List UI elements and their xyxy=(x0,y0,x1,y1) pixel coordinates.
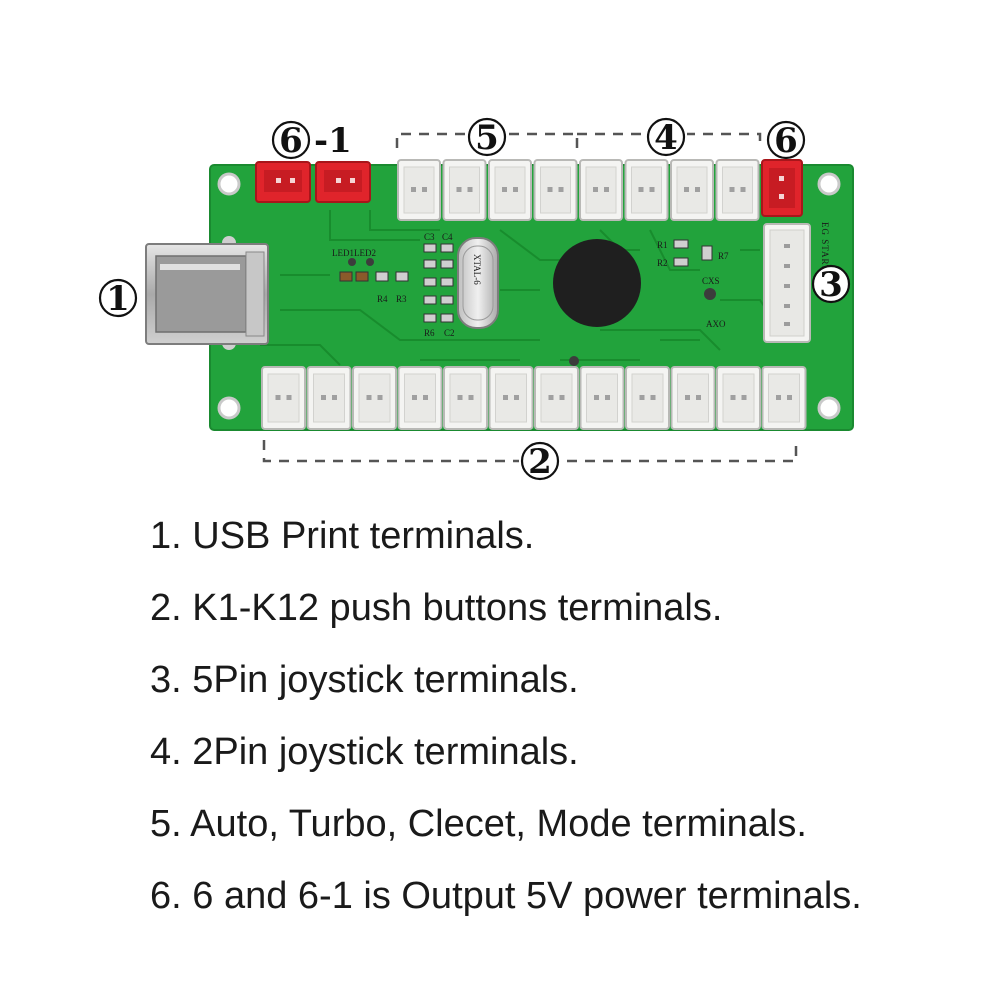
svg-text:5: 5 xyxy=(475,118,499,158)
usb-connector xyxy=(145,243,269,345)
svg-text:6: 6 xyxy=(279,121,303,161)
bracket-2 xyxy=(262,440,798,463)
power-connector-6-1 xyxy=(255,161,371,203)
connector-k5 xyxy=(443,366,488,430)
connector-k4 xyxy=(397,366,443,430)
callout-3: 3 xyxy=(811,264,851,305)
power-connector-6 xyxy=(761,159,803,217)
controller-chip xyxy=(553,239,641,327)
legend-item-3: 3. 5Pin joystick terminals. xyxy=(150,659,579,701)
callout-6-1: 6 -1 xyxy=(271,120,352,161)
legend-item-4: 4. 2Pin joystick terminals. xyxy=(150,731,579,773)
legend-item-2: 2. K1-K12 push buttons terminals. xyxy=(150,587,723,629)
silk-cxs: CXS xyxy=(702,276,720,286)
svg-text:4: 4 xyxy=(654,118,678,158)
callout-6: 6 xyxy=(766,120,806,161)
connector-k10 xyxy=(670,366,716,430)
connector-k7 xyxy=(534,366,579,430)
silk-r4: R4 xyxy=(377,294,388,304)
connector-k6 xyxy=(488,366,534,430)
smd-components xyxy=(339,239,716,366)
connector-5-2 xyxy=(442,159,487,221)
silk-r1: R1 xyxy=(657,240,668,250)
connector-4-1 xyxy=(579,159,623,221)
legend-item-1: 1. USB Print terminals. xyxy=(150,515,535,557)
connector-k1 xyxy=(261,366,306,430)
bracket-4 xyxy=(577,132,762,148)
dashed-brackets xyxy=(262,132,798,463)
connector-k3 xyxy=(352,366,397,430)
connector-5-4 xyxy=(533,159,578,221)
silk-r6: R6 xyxy=(424,328,435,338)
crystal-oscillator: XTAL-6 xyxy=(457,237,499,329)
callout-6-1-suffix: -1 xyxy=(314,121,352,161)
silk-led-labels: LED1LED2 xyxy=(332,248,376,258)
connector-4-2 xyxy=(624,159,669,221)
silk-axo: AXO xyxy=(706,319,726,329)
svg-text:2: 2 xyxy=(528,442,552,482)
connector-k8 xyxy=(579,366,625,430)
silk-c2: C2 xyxy=(444,328,455,338)
bottom-connector-row xyxy=(261,366,807,430)
callout-2: 2 xyxy=(519,441,561,482)
connector-4-4 xyxy=(715,159,760,221)
connector-k12 xyxy=(761,366,807,430)
silk-r3: R3 xyxy=(396,294,407,304)
silk-c4: C4 xyxy=(442,232,453,242)
callout-5: 5 xyxy=(466,117,508,158)
connector-k2 xyxy=(306,366,352,430)
callout-4: 4 xyxy=(645,117,687,158)
silk-crystal: XTAL-6 xyxy=(472,254,482,285)
silk-r7: R7 xyxy=(718,251,729,261)
bracket-5 xyxy=(395,132,579,148)
silk-r2: R2 xyxy=(657,258,668,268)
legend-list: 1. USB Print terminals. 2. K1-K12 push b… xyxy=(150,508,862,940)
joystick-5pin-connector xyxy=(763,223,811,343)
silk-c3: C3 xyxy=(424,232,435,242)
svg-text:6: 6 xyxy=(774,121,798,161)
connector-k9 xyxy=(625,366,670,430)
connector-5-3 xyxy=(488,159,532,221)
connector-k11 xyxy=(716,366,761,430)
silk-brand: EG STARTS xyxy=(820,222,830,278)
svg-text:3: 3 xyxy=(819,265,843,305)
top-connector-row xyxy=(397,159,760,221)
connector-4-3 xyxy=(670,159,714,221)
legend-item-6: 6. 6 and 6-1 is Output 5V power terminal… xyxy=(150,875,862,917)
connector-5-1 xyxy=(397,159,441,221)
legend-item-5: 5. Auto, Turbo, Clecet, Mode terminals. xyxy=(150,803,807,845)
callout-1: 1 xyxy=(98,278,138,319)
svg-text:1: 1 xyxy=(106,279,130,319)
board-diagram: XTAL-6 LED1LED2 R4 R3 C3 C4 R6 C2 R1 R2 … xyxy=(98,117,854,482)
